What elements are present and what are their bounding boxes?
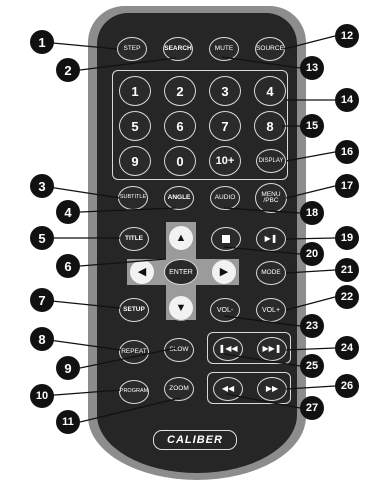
callout-13: 13 — [300, 56, 324, 80]
callout-25: 25 — [300, 354, 324, 378]
callout-7: 7 — [30, 288, 54, 312]
callout-16: 16 — [335, 140, 359, 164]
callout-4: 4 — [56, 200, 80, 224]
callout-1: 1 — [30, 30, 54, 54]
callout-18: 18 — [300, 201, 324, 225]
callout-9: 9 — [56, 356, 80, 380]
callout-27: 27 — [300, 396, 324, 420]
callout-24: 24 — [335, 336, 359, 360]
callout-19: 19 — [335, 226, 359, 250]
callout-23: 23 — [300, 314, 324, 338]
callout-12: 12 — [335, 24, 359, 48]
callout-26: 26 — [335, 374, 359, 398]
callout-8: 8 — [30, 327, 54, 351]
callout-5: 5 — [30, 226, 54, 250]
callout-15: 15 — [300, 114, 324, 138]
callout-2: 2 — [56, 58, 80, 82]
callout-21: 21 — [335, 258, 359, 282]
callout-6: 6 — [56, 254, 80, 278]
callout-22: 22 — [335, 285, 359, 309]
callout-3: 3 — [30, 174, 54, 198]
callout-11: 11 — [56, 410, 80, 434]
callout-10: 10 — [30, 384, 54, 408]
callout-20: 20 — [300, 242, 324, 266]
callout-14: 14 — [335, 88, 359, 112]
callout-17: 17 — [335, 174, 359, 198]
